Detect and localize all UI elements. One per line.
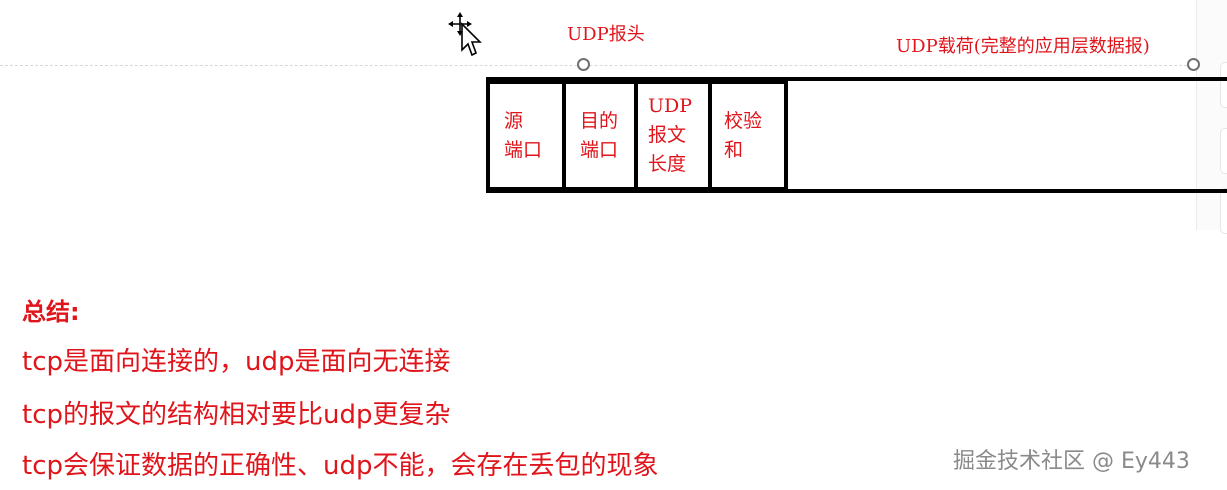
field-source-port[interactable]: 源 端口 xyxy=(486,80,566,191)
field-line: 校验 xyxy=(724,109,763,132)
side-panel-tab[interactable] xyxy=(1220,128,1227,174)
field-line: 和 xyxy=(724,138,744,161)
summary-point: tcp会保证数据的正确性、udp不能，会存在丢包的现象 xyxy=(22,451,659,481)
field-dest-port[interactable]: 目的 端口 xyxy=(562,80,638,191)
field-line: 源 xyxy=(504,109,524,132)
summary-title: 总结: xyxy=(22,298,80,326)
field-line: UDP xyxy=(648,95,693,117)
field-line: 端口 xyxy=(504,138,543,161)
packet-top-border xyxy=(486,77,1227,81)
summary-point: tcp的报文的结构相对要比udp更复杂 xyxy=(22,400,451,430)
selection-handle-icon[interactable] xyxy=(577,58,590,71)
side-panel-tab[interactable] xyxy=(1220,62,1227,108)
watermark: 掘金技术社区 @ Ey443 xyxy=(953,449,1190,474)
packet-bottom-border xyxy=(486,189,1227,193)
field-checksum[interactable]: 校验 和 xyxy=(708,80,788,191)
side-panel-tab[interactable] xyxy=(1220,188,1227,234)
udp-header-label: UDP报头 xyxy=(567,24,645,45)
move-cursor-icon xyxy=(448,12,482,62)
field-line: 长度 xyxy=(648,153,687,175)
udp-payload-label: UDP载荷(完整的应用层数据报) xyxy=(896,36,1150,57)
selection-handle-icon[interactable] xyxy=(1187,58,1200,71)
field-udp-length[interactable]: UDP 报文 长度 xyxy=(634,80,712,191)
field-line: 目的 xyxy=(580,109,619,132)
field-line: 报文 xyxy=(648,124,687,146)
slide-guide-line xyxy=(0,65,1227,66)
field-line: 端口 xyxy=(580,138,619,161)
summary-point: tcp是面向连接的，udp是面向无连接 xyxy=(22,347,451,377)
